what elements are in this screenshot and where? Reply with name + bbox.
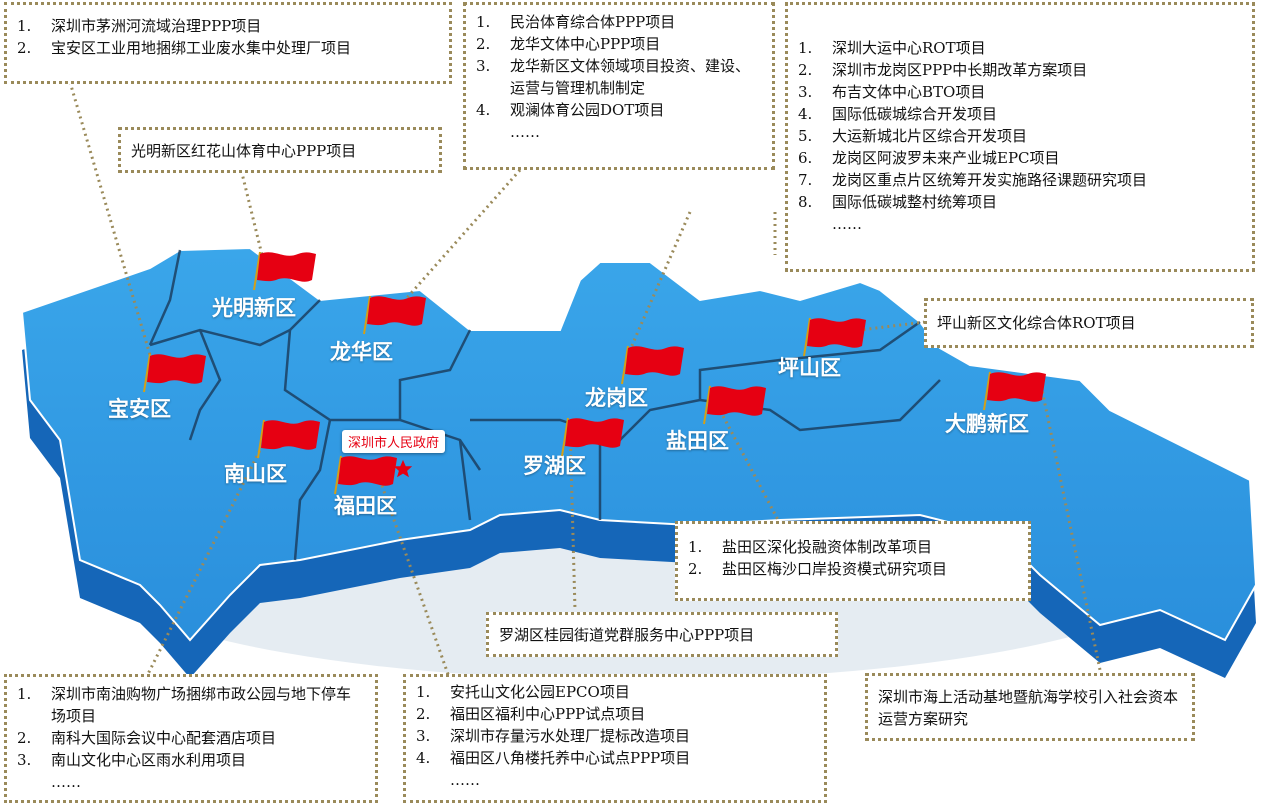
list-item: 1.安托山文化公园EPCO项目 <box>416 683 630 701</box>
list-item: 7.龙岗区重点片区统筹开发实施路径课题研究项目 <box>798 171 1148 189</box>
callout-pingshan: 坪山新区文化综合体ROT项目 <box>924 298 1254 348</box>
district-label-yantian: 盐田区 <box>666 429 729 453</box>
district-label-futian: 福田区 <box>334 494 397 518</box>
district-label-pingshan: 坪山区 <box>778 356 841 380</box>
callout-yantian: 1.盐田区深化投融资体制改革项目 2.盐田区梅沙口岸投资模式研究项目 <box>675 521 1031 601</box>
callout-longhua: 1.民治体育综合体PPP项目 2.龙华文体中心PPP项目 3.龙华新区文体领域项… <box>463 2 775 170</box>
district-label-nanshan: 南山区 <box>224 462 287 486</box>
list-item: 2.龙华文体中心PPP项目 <box>476 35 661 53</box>
list-item: 1.盐田区深化投融资体制改革项目 <box>688 538 933 556</box>
callout-luohu: 罗湖区桂园街道党群服务中心PPP项目 <box>486 612 838 657</box>
callout-longgang: 1.深圳大运中心ROT项目 2.深圳市龙岗区PPP中长期改革方案项目 3.布吉文… <box>785 2 1255 272</box>
district-label-longhua: 龙华区 <box>330 340 393 364</box>
list-item: 4.国际低碳城综合开发项目 <box>798 105 998 123</box>
map-top <box>20 246 1258 642</box>
list-item: 3.龙华新区文体领域项目投资、建设、运营与管理机制制定 <box>476 57 751 97</box>
list-item: 1.深圳市南油购物广场捆绑市政公园与地下停车场项目 <box>17 685 352 725</box>
list-item: 1.深圳大运中心ROT项目 <box>798 39 986 57</box>
list-item: 4.福田区八角楼托养中心试点PPP项目 <box>416 749 691 767</box>
government-label: 深圳市人民政府 <box>342 430 446 453</box>
list-item: 4.观澜体育公园DOT项目 <box>476 101 665 119</box>
callout-nanshan: 1.深圳市南油购物广场捆绑市政公园与地下停车场项目 2.南科大国际会议中心配套酒… <box>4 674 378 803</box>
list-item: 3.布吉文体中心BTO项目 <box>798 83 986 101</box>
list-item: 6.龙岗区阿波罗未来产业城EPC项目 <box>798 149 1060 167</box>
list-item: 3.深圳市存量污水处理厂提标改造项目 <box>416 727 691 745</box>
list-item: 2.盐田区梅沙口岸投资模式研究项目 <box>688 560 948 578</box>
callout-dapeng: 深圳市海上活动基地暨航海学校引入社会资本运营方案研究 <box>865 673 1195 741</box>
list-item: 8.国际低碳城整村统筹项目 <box>798 193 998 211</box>
district-label-baoan: 宝安区 <box>108 397 171 421</box>
district-label-guangming: 光明新区 <box>212 296 296 320</box>
list-item: 5.大运新城北片区综合开发项目 <box>798 127 1028 145</box>
list-item: 1.民治体育综合体PPP项目 <box>476 13 676 31</box>
list-item: 1.深圳市茅洲河流域治理PPP项目 <box>17 17 262 35</box>
callout-baoan: 1.深圳市茅洲河流域治理PPP项目 2.宝安区工业用地捆绑工业废水集中处理厂项目 <box>4 2 452 84</box>
list-item: 2.福田区福利中心PPP试点项目 <box>416 705 646 723</box>
district-label-longgang: 龙岗区 <box>585 386 648 410</box>
star-icon <box>393 459 413 478</box>
callout-futian: 1.安托山文化公园EPCO项目 2.福田区福利中心PPP试点项目 3.深圳市存量… <box>403 674 827 803</box>
list-item: 2.深圳市龙岗区PPP中长期改革方案项目 <box>798 61 1088 79</box>
list-item: 2.宝安区工业用地捆绑工业废水集中处理厂项目 <box>17 39 352 57</box>
district-label-dapeng: 大鹏新区 <box>945 412 1029 436</box>
list-item: 3.南山文化中心区雨水利用项目 <box>17 751 247 769</box>
district-label-luohu: 罗湖区 <box>523 454 586 478</box>
list-item: 2.南科大国际会议中心配套酒店项目 <box>17 729 277 747</box>
callout-guangming: 光明新区红花山体育中心PPP项目 <box>118 127 442 173</box>
